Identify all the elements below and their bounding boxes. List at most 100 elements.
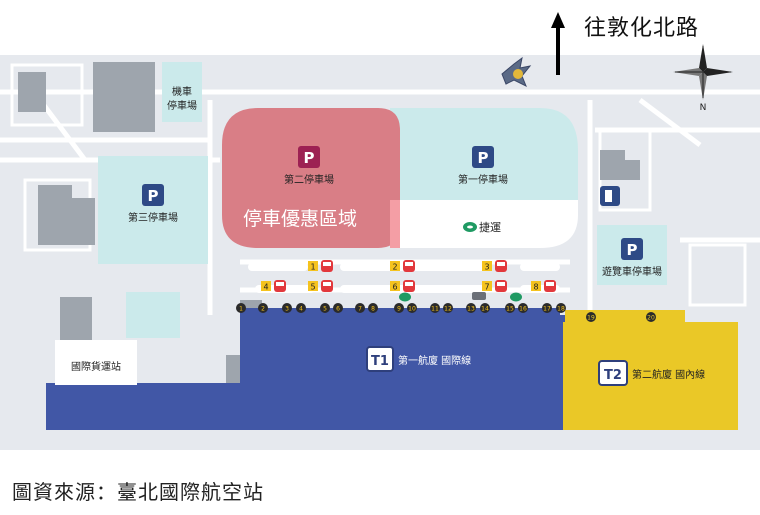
t2-name: 第二航廈 國內線 bbox=[632, 368, 705, 381]
cargo-side-lot bbox=[126, 292, 180, 338]
gate-10[interactable]: 10 bbox=[407, 303, 417, 313]
gate-17[interactable]: 17 bbox=[542, 303, 552, 313]
bus-stop-number: 2 bbox=[392, 263, 397, 272]
bus-stop-number: 1 bbox=[310, 263, 315, 272]
gate-number: 16 bbox=[519, 306, 527, 313]
gate-2[interactable]: 2 bbox=[258, 303, 268, 313]
gate-number: 7 bbox=[358, 306, 362, 313]
fuel-icon bbox=[600, 186, 620, 206]
discount-zone-label: 停車優惠區域 bbox=[243, 208, 357, 230]
parking-3-p-icon bbox=[142, 184, 164, 206]
t1-badge bbox=[366, 346, 394, 372]
eagle-statue-icon bbox=[501, 56, 532, 88]
bus-stop-2[interactable]: 2 bbox=[390, 260, 415, 272]
p-symbol-p2: P bbox=[304, 149, 315, 167]
gate-1[interactable]: 1 bbox=[236, 303, 246, 313]
gate-7[interactable]: 7 bbox=[355, 303, 365, 313]
motorcycle-lot[interactable] bbox=[162, 62, 202, 122]
parking-1-label: 第一停車場 bbox=[458, 173, 508, 186]
gate-number: 20 bbox=[647, 315, 655, 322]
tour-bus-p-icon bbox=[621, 238, 643, 260]
terminal-2[interactable] bbox=[563, 310, 738, 430]
parking-2-label: 第二停車場 bbox=[284, 173, 334, 186]
gate-number: 12 bbox=[444, 306, 452, 313]
parking-2-p-icon bbox=[298, 146, 320, 168]
gate-6[interactable]: 6 bbox=[333, 303, 343, 313]
taxi-icon bbox=[472, 292, 486, 300]
cargo-station-box[interactable] bbox=[55, 340, 137, 385]
gate-number: 8 bbox=[371, 306, 375, 313]
bus-stop-3[interactable]: 3 bbox=[482, 260, 507, 272]
compass-rose bbox=[673, 44, 733, 100]
gate-number: 5 bbox=[323, 306, 327, 313]
bus-stop-number: 5 bbox=[310, 283, 315, 292]
terminal-1[interactable] bbox=[46, 308, 576, 430]
gate-number: 1 bbox=[239, 306, 243, 313]
mrt-icon-2 bbox=[399, 292, 522, 302]
gate-11[interactable]: 11 bbox=[430, 303, 440, 313]
bus-stop-7[interactable]: 7 bbox=[482, 280, 507, 292]
gate-12[interactable]: 12 bbox=[443, 303, 453, 313]
parking-3-area[interactable] bbox=[98, 156, 208, 264]
gate-5[interactable]: 5 bbox=[320, 303, 330, 313]
gate-18[interactable]: 18 bbox=[556, 303, 566, 313]
north-road-label: 往敦化北路 bbox=[584, 16, 700, 41]
gate-3[interactable]: 3 bbox=[282, 303, 292, 313]
bus-stop-1[interactable]: 1 bbox=[308, 260, 333, 272]
motorcycle-lot-label-2: 停車場 bbox=[167, 99, 197, 112]
t2-badge-text: T2 bbox=[604, 368, 622, 383]
bus-stop-8[interactable]: 8 bbox=[531, 280, 556, 292]
cargo-station-label: 國際貨運站 bbox=[71, 360, 121, 373]
tour-bus-label: 遊覽車停車場 bbox=[602, 265, 662, 278]
bus-stop-number: 6 bbox=[392, 283, 397, 292]
gate-9[interactable]: 9 bbox=[394, 303, 404, 313]
bus-stop-4[interactable]: 4 bbox=[261, 280, 286, 292]
parking-1-p-icon bbox=[472, 146, 494, 168]
bus-stops: 1 2 3 4 5 6 7 8 bbox=[261, 260, 556, 292]
bus-stop-5[interactable]: 5 bbox=[308, 280, 333, 292]
gate-number: 3 bbox=[285, 306, 289, 313]
mrt-label: 捷運 bbox=[479, 220, 501, 234]
mrt-plaza bbox=[390, 200, 578, 248]
p-symbol-tour: P bbox=[627, 241, 638, 259]
t2-badge bbox=[598, 360, 628, 386]
motorcycle-lot-label-1: 機車 bbox=[172, 85, 192, 98]
gate-number: 19 bbox=[587, 315, 595, 322]
bus-stop-number: 3 bbox=[484, 263, 489, 272]
t1-badge-text: T1 bbox=[371, 354, 389, 369]
gate-8[interactable]: 8 bbox=[368, 303, 378, 313]
gate-13[interactable]: 13 bbox=[466, 303, 476, 313]
gate-number: 17 bbox=[543, 306, 551, 313]
map-source-credit: 圖資來源：臺北國際航空站 bbox=[12, 480, 264, 504]
bus-stop-number: 8 bbox=[533, 283, 538, 292]
gate-20[interactable]: 20 bbox=[646, 312, 656, 322]
compass-letter: N bbox=[700, 103, 707, 113]
parking-2-area[interactable] bbox=[222, 108, 400, 248]
gate-number: 10 bbox=[408, 306, 416, 313]
bus-stop-number: 7 bbox=[484, 283, 489, 292]
gate-number: 6 bbox=[336, 306, 340, 313]
bus-stop-number: 4 bbox=[263, 283, 268, 292]
gate-number: 11 bbox=[431, 306, 439, 313]
parking-3-label: 第三停車場 bbox=[128, 211, 178, 224]
gate-number: 13 bbox=[467, 306, 475, 313]
p-symbol-p3: P bbox=[148, 187, 159, 205]
p-symbol-p1: P bbox=[478, 149, 489, 167]
gate-16[interactable]: 16 bbox=[518, 303, 528, 313]
mrt-icon bbox=[463, 222, 477, 232]
discount-zone-edge bbox=[390, 200, 400, 248]
gate-number: 4 bbox=[299, 306, 303, 313]
gate-14[interactable]: 14 bbox=[480, 303, 490, 313]
gate-number: 18 bbox=[557, 306, 565, 313]
north-arrow-head bbox=[551, 12, 565, 28]
gate-number: 2 bbox=[261, 306, 265, 313]
gate-19[interactable]: 19 bbox=[586, 312, 596, 322]
gate-15[interactable]: 15 bbox=[505, 303, 515, 313]
t1-name: 第一航廈 國際線 bbox=[398, 354, 471, 367]
bus-stop-6[interactable]: 6 bbox=[390, 280, 415, 292]
gate-number: 9 bbox=[397, 306, 401, 313]
gate-number: 15 bbox=[506, 306, 514, 313]
gate-4[interactable]: 4 bbox=[296, 303, 306, 313]
